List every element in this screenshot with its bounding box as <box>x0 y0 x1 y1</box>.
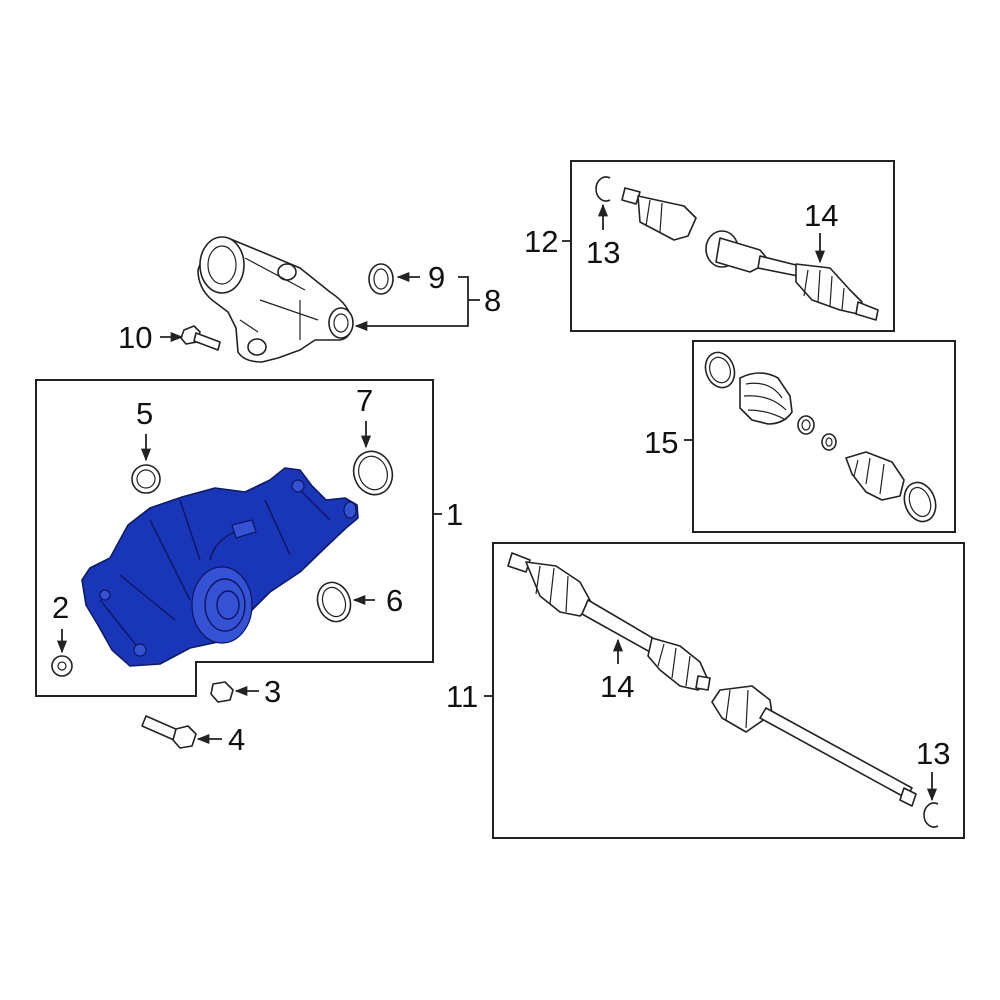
bolt-part-4[interactable] <box>141 715 197 749</box>
group-box-axle-right <box>492 542 965 839</box>
o-ring-part-7[interactable] <box>348 446 399 500</box>
callout-2: 2 <box>52 590 69 625</box>
callout-9: 9 <box>428 260 445 295</box>
group-box-differential <box>35 379 434 697</box>
callout-1: 1 <box>446 497 463 532</box>
callout-5: 5 <box>136 396 153 431</box>
boot-kit-part-15[interactable] <box>701 348 941 526</box>
seal-part-6[interactable] <box>312 578 356 627</box>
bolt-part-3[interactable] <box>210 681 234 703</box>
bolt-part-10[interactable] <box>180 325 221 351</box>
snap-ring-part-13-top[interactable] <box>595 176 611 202</box>
leader-lines <box>56 203 938 802</box>
callout-13-top: 13 <box>586 235 620 270</box>
group-box-axle-left <box>570 160 895 332</box>
callout-3: 3 <box>264 674 281 709</box>
callout-14-top: 14 <box>804 198 838 233</box>
intermediate-housing-part[interactable] <box>197 236 354 363</box>
callout-15: 15 <box>644 425 678 460</box>
axle-shaft-part-11[interactable] <box>507 552 917 807</box>
seal-part-9[interactable] <box>368 263 394 295</box>
callout-12: 12 <box>524 224 558 259</box>
callout-7: 7 <box>356 383 373 418</box>
callout-14-bottom: 14 <box>600 669 634 704</box>
washer-part-2[interactable] <box>51 655 73 677</box>
callout-6: 6 <box>386 583 403 618</box>
differential-assembly-highlighted[interactable] <box>81 467 359 667</box>
seal-part-5[interactable] <box>131 464 161 494</box>
callout-8: 8 <box>484 283 501 318</box>
group-box-boot-kit <box>692 340 956 533</box>
callout-10: 10 <box>118 320 152 355</box>
callout-11: 11 <box>446 679 478 714</box>
callout-4: 4 <box>228 722 245 757</box>
callout-13-bottom: 13 <box>916 736 950 771</box>
axle-shaft-part-12[interactable] <box>621 187 879 321</box>
snap-ring-part-13-bottom[interactable] <box>923 802 939 828</box>
